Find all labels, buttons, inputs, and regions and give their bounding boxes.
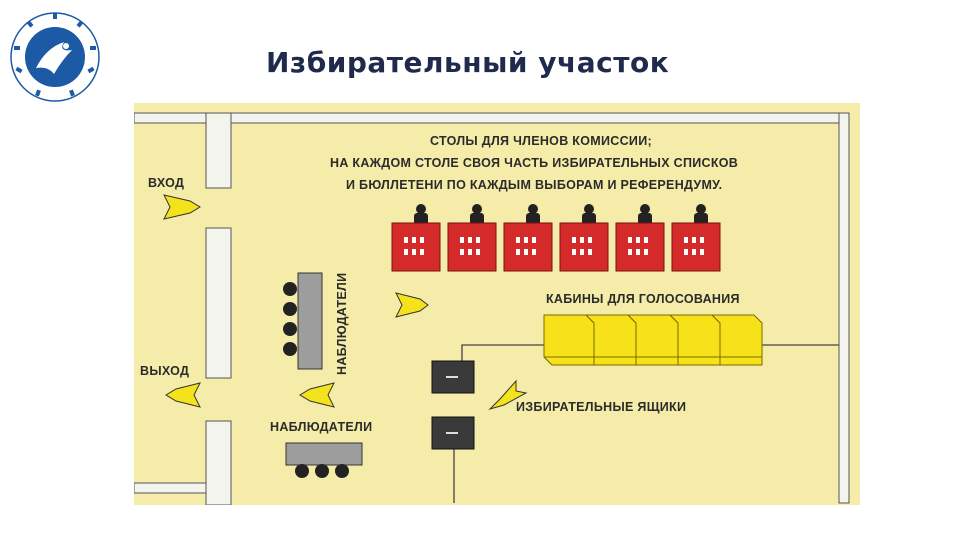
wall-left-upper [205,112,232,189]
logo-ring-marks [14,13,96,97]
exit-arrow-icon [165,382,201,408]
commission-label-line1: СТОЛЫ ДЛЯ ЧЛЕНОВ КОМИССИИ; [430,134,652,148]
voting-booths [543,314,763,366]
bird-head-icon [63,43,69,49]
direction-arrow-icon [395,292,429,318]
ballot-boxes-label: ИЗБИРАТЕЛЬНЫЕ ЯЩИКИ [516,400,686,414]
commission-table [391,204,441,272]
observers-bottom-label: НАБЛЮДАТЕЛИ [270,420,372,434]
observers-bench-bottom [285,442,363,478]
polling-station-plan: ВХОД ВЫХОД СТОЛЫ ДЛЯ ЧЛЕНОВ КОМИССИИ; НА… [134,103,860,505]
ballot-box [431,360,475,394]
observers-bench-vertical [283,272,323,370]
slide-title: Избирательный участок [266,46,670,79]
wall-left-lower [205,420,232,505]
bird-icon [36,42,72,74]
wall-right [838,112,850,504]
wall-left-middle [205,227,232,379]
entrance-arrow-icon [163,194,201,220]
observer-arrow-icon [299,382,335,408]
walls [134,112,850,505]
commission-table [615,204,665,272]
school-logo [6,8,104,106]
flow-arrows [163,194,528,411]
floor [134,103,860,505]
voting-booth [710,314,763,366]
ballot-arrow-icon [488,379,528,411]
commission-table [447,204,497,272]
wall-top-left [134,112,207,124]
wall-bottom-left [134,482,207,494]
booths-label: КАБИНЫ ДЛЯ ГОЛОСОВАНИЯ [546,292,740,306]
commission-table [503,204,553,272]
ballot-box [431,416,475,450]
commission-label-line3: И БЮЛЛЕТЕНИ ПО КАЖДЫМ ВЫБОРАМ И РЕФЕРЕНД… [346,178,722,192]
commission-tables [391,204,721,272]
exit-label: ВЫХОД [140,364,189,378]
ballot-boxes [431,360,475,450]
commission-table [559,204,609,272]
wall-top [230,112,850,124]
commission-table [671,204,721,272]
observers-vertical-label: НАБЛЮДАТЕЛИ [335,273,349,375]
commission-label-line2: НА КАЖДОМ СТОЛЕ СВОЯ ЧАСТЬ ИЗБИРАТЕЛЬНЫХ… [330,156,738,170]
entrance-label: ВХОД [148,176,184,190]
